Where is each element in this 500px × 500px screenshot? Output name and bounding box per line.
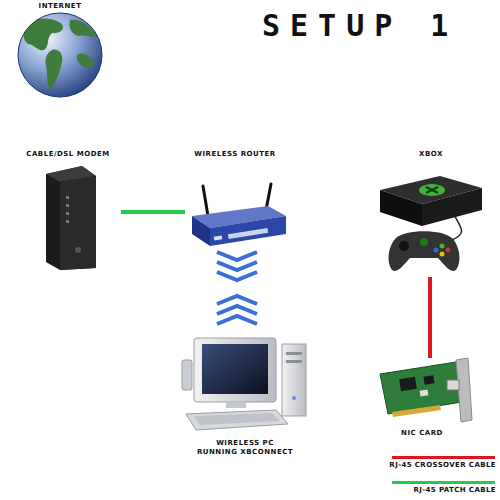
globe-icon — [18, 13, 102, 97]
wireless-chevron — [217, 272, 257, 280]
router-icon — [192, 184, 286, 246]
legend-swatch — [392, 456, 495, 459]
device-label: CABLE/DSL MODEM — [26, 150, 109, 159]
device-label: WIRELESS ROUTER — [194, 150, 275, 159]
device-node: INTERNET — [10, 2, 110, 98]
cable-line-path — [428, 277, 432, 358]
device-label: WIRELESS PC RUNNING XBCONNECT — [175, 439, 315, 457]
cable-line — [430, 277, 431, 358]
device-node: NIC CARD — [372, 358, 472, 438]
device-node: WIRELESS ROUTER — [185, 150, 285, 247]
wireless-chevron — [217, 316, 257, 324]
device-node: CABLE/DSL MODEM — [15, 150, 121, 270]
cable-line — [121, 212, 185, 213]
nic-card-icon — [380, 358, 472, 422]
xbox-icon — [380, 176, 482, 271]
wireless-chevron — [217, 296, 257, 304]
device-label: INTERNET — [39, 2, 82, 11]
device-node: XBOX — [378, 150, 484, 277]
legend-text: RJ-45 CROSSOVER CABLE — [389, 461, 496, 470]
device-label: XBOX — [419, 150, 443, 159]
device-node: WIRELESS PC RUNNING XBCONNECT — [175, 333, 315, 457]
device-label: NIC CARD — [401, 429, 443, 438]
pc-icon — [182, 338, 306, 430]
modem-icon — [46, 166, 96, 270]
diagram-title: SETUP 1 — [262, 8, 458, 44]
legend-text: RJ-45 PATCH CABLE — [413, 486, 496, 495]
cable-line-path — [121, 210, 185, 214]
wireless-chevron — [217, 262, 257, 270]
wireless-chevron — [217, 252, 257, 260]
wireless-link — [217, 252, 257, 324]
legend-swatch — [392, 481, 495, 484]
wireless-chevron — [217, 306, 257, 314]
